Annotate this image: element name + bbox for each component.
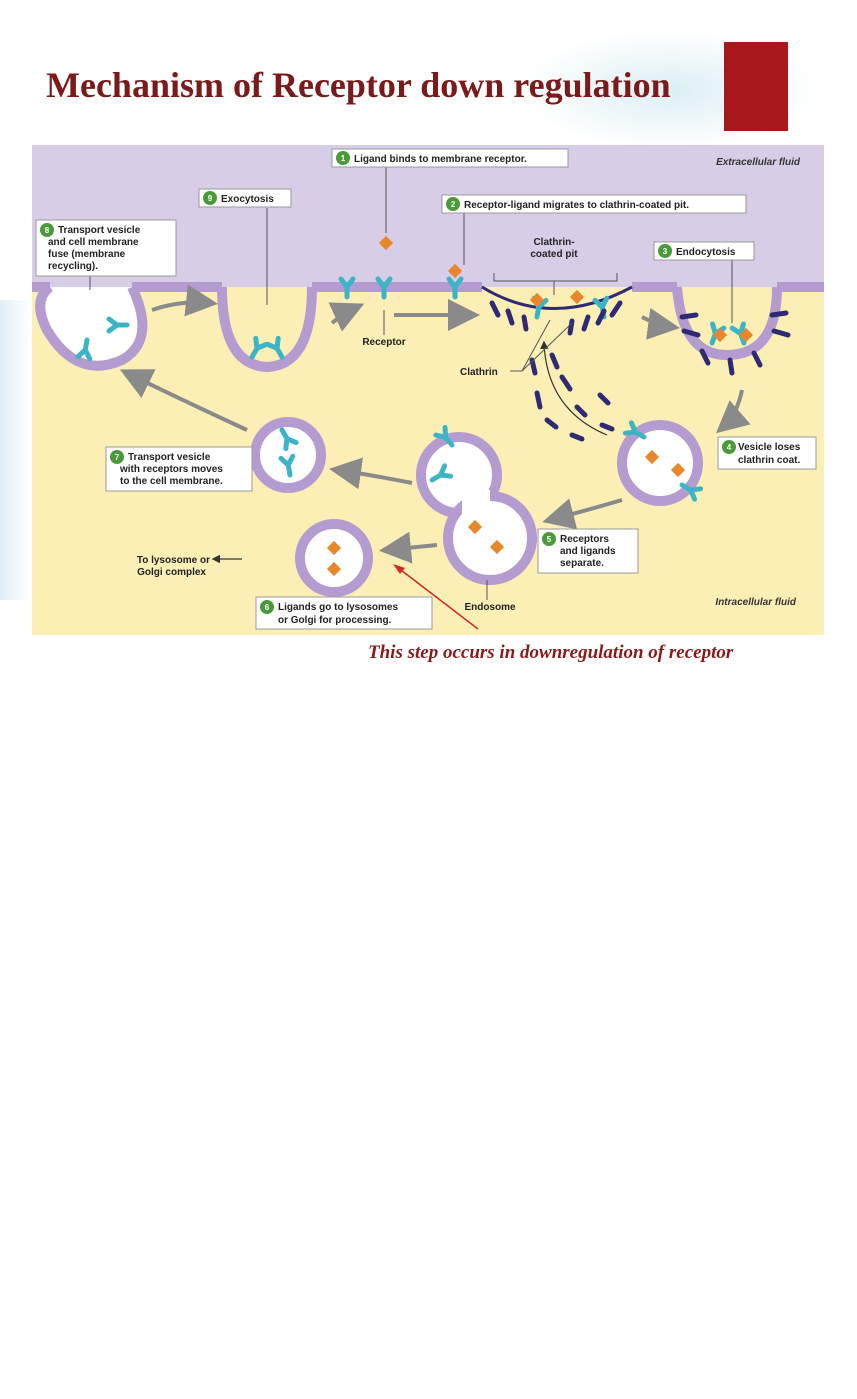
svg-text:Transport vesicle: Transport vesicle [58,225,141,236]
clathrin-marks [489,300,791,442]
step-label-3: 3 Endocytosis [653,241,755,261]
svg-text:9: 9 [208,194,213,203]
svg-text:6: 6 [265,603,270,612]
receptor-label: Receptor [362,337,405,348]
step-label-8: 8 Transport vesicle and cell membrane fu… [35,219,177,277]
lysosome-label-line2: Golgi complex [137,567,206,578]
svg-text:4: 4 [727,443,732,452]
svg-text:clathrin coat.: clathrin coat. [738,455,800,466]
svg-text:Exocytosis: Exocytosis [221,194,274,205]
uncoated-vesicle [617,420,703,506]
accent-block [724,42,788,131]
step-label-1: 1 Ligand binds to membrane receptor. [331,148,569,168]
transport-vesicle [250,417,326,493]
svg-text:recycling).: recycling). [48,261,98,272]
svg-text:Ligands go to lysosomes: Ligands go to lysosomes [278,602,398,613]
ligand-vesicle [295,519,373,597]
endosome [416,432,537,585]
endosome-label: Endosome [464,602,516,613]
intracellular-fluid-label: Intracellular fluid [715,597,796,608]
svg-text:with receptors moves: with receptors moves [119,464,223,475]
step-label-5: 5 Receptors and ligands separate. [537,528,639,574]
svg-text:Transport vesicle: Transport vesicle [128,452,211,463]
svg-text:Receptor-ligand migrates to cl: Receptor-ligand migrates to clathrin-coa… [464,200,689,211]
highlight-arrow [393,564,479,630]
svg-text:8: 8 [45,226,50,235]
step-label-2: 2 Receptor-ligand migrates to clathrin-c… [441,194,747,214]
clathrin-label: Clathrin [460,367,498,378]
leader-lines [89,167,733,600]
svg-text:to the cell membrane.: to the cell membrane. [120,476,223,487]
background-side-glow [0,300,30,600]
step-label-4: 4 Vesicle loses clathrin coat. [717,436,817,470]
step-label-7: 7 Transport vesicle with receptors moves… [105,446,253,492]
svg-text:Vesicle loses: Vesicle loses [738,442,801,453]
svg-text:1: 1 [341,154,346,163]
svg-text:separate.: separate. [560,558,604,569]
cell-membrane [32,282,824,373]
cycle-arrows [119,284,751,564]
svg-text:Receptors: Receptors [560,534,609,545]
svg-text:7: 7 [115,453,120,462]
downregulation-caption: This step occurs in downregulation of re… [368,642,734,663]
step-label-9: 9 Exocytosis [198,188,292,208]
svg-text:and ligands: and ligands [560,546,616,557]
extracellular-fluid-label: Extracellular fluid [716,157,801,168]
receptor-downregulation-diagram: 1 Ligand binds to membrane receptor. 2 R… [32,145,824,635]
svg-text:Endocytosis: Endocytosis [676,247,736,258]
lysosome-label-line1: To lysosome or [137,555,210,566]
clathrin-recycle-arrow [540,340,608,436]
clathrin-coated-pit-label-line1: Clathrin- [533,237,574,248]
step-label-6: 6 Ligands go to lysosomes or Golgi for p… [255,596,433,630]
svg-text:Ligand binds to membrane recep: Ligand binds to membrane receptor. [354,154,527,165]
svg-text:2: 2 [451,200,456,209]
clathrin-coated-pit-label-line2: coated pit [530,249,578,260]
slide-title: Mechanism of Receptor down regulation [46,65,671,105]
svg-text:3: 3 [663,247,668,256]
svg-text:or Golgi for processing.: or Golgi for processing. [278,615,392,626]
svg-text:and cell membrane: and cell membrane [48,237,139,248]
svg-text:5: 5 [547,535,552,544]
svg-text:fuse (membrane: fuse (membrane [48,249,126,260]
